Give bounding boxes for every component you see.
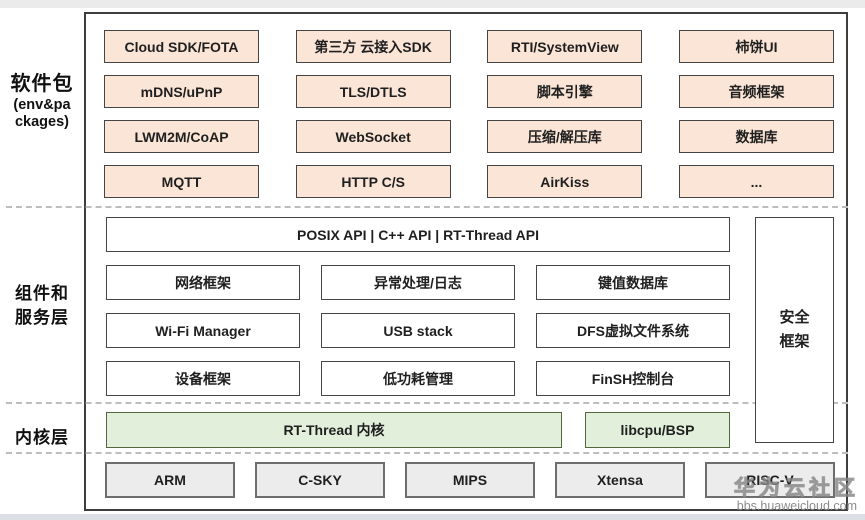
layer-label-components: 组件和服务层 (0, 282, 84, 330)
package-box: RTI/SystemView (487, 30, 643, 63)
security-box-line: 安全 (779, 309, 810, 326)
cpu-box: MIPS (405, 462, 535, 498)
package-box: ... (678, 165, 834, 198)
component-box: USB stack (321, 313, 515, 348)
component-box: 设备框架 (106, 361, 300, 396)
security-box: 安全框架 (755, 217, 834, 443)
package-box: 脚本引擎 (487, 75, 643, 108)
layer-label-packages-title: 软件包 (10, 73, 74, 95)
package-box: Cloud SDK/FOTA (104, 30, 259, 63)
packages-grid: Cloud SDK/FOTA 第三方 云接入SDK RTI/SystemView 柿饼… (104, 30, 834, 198)
watermark-title: 华为云社区 (734, 477, 859, 501)
cpu-box: RISC-V (705, 462, 835, 498)
component-box: FinSH控制台 (536, 361, 730, 396)
layer-label-kernel: 内核层 (15, 428, 69, 447)
component-box: 键值数据库 (536, 265, 730, 300)
components-grid: 网络框架异常处理/日志键值数据库 Wi-Fi Manager USB stack DF… (106, 265, 730, 396)
layer-label-components-line: 服务层 (15, 308, 69, 327)
kernel-box: RT-Thread 内核 (106, 412, 562, 448)
component-box: 异常处理/日志 (321, 265, 515, 300)
package-box: 柿饼UI (678, 30, 834, 63)
package-box: HTTP C/S (295, 165, 451, 198)
component-box: DFS虚拟文件系统 (536, 313, 730, 348)
package-box: AirKiss (487, 165, 643, 198)
window-edge-bottom (0, 514, 865, 520)
layer-label-packages-sub-line: ckages) (14, 114, 69, 130)
component-box: 网络框架 (106, 265, 300, 300)
package-box: WebSocket (295, 120, 451, 153)
libcpu-box: libcpu/BSP (585, 412, 730, 448)
cpu-box: C-SKY (255, 462, 385, 498)
api-bar: POSIX API | C++ API | RT-Thread API (106, 217, 730, 252)
package-box: LWM2M/CoAP (104, 120, 259, 153)
watermark-url: bbs.huaweicloud.com (736, 499, 857, 513)
layer-label-components-line: 组件和 (15, 284, 69, 303)
package-box: mDNS/uPnP (104, 75, 259, 108)
package-box: 音频框架 (678, 75, 834, 108)
cpu-grid: ARM C-SKY MIPS Xtensa RISC-V (105, 462, 835, 498)
cpu-box: Xtensa (555, 462, 685, 498)
layer-divider-kernel-cpu (6, 452, 848, 454)
cpu-box: ARM (105, 462, 235, 498)
component-box: 低功耗管理 (321, 361, 515, 396)
package-box: 压缩/解压库 (487, 120, 643, 153)
window-edge-top (0, 0, 865, 8)
component-box: Wi-Fi Manager (106, 313, 300, 348)
package-box: 第三方 云接入SDK (295, 30, 451, 63)
diagram-frame (84, 12, 848, 511)
security-box-line: 框架 (779, 333, 810, 350)
layer-label-packages-sub-line: (env&pa (13, 97, 71, 113)
package-box: 数据库 (678, 120, 834, 153)
package-box: TLS/DTLS (295, 75, 451, 108)
layer-divider-packages-components (6, 206, 848, 208)
layer-divider-components-kernel (6, 402, 848, 404)
package-box: MQTT (104, 165, 259, 198)
